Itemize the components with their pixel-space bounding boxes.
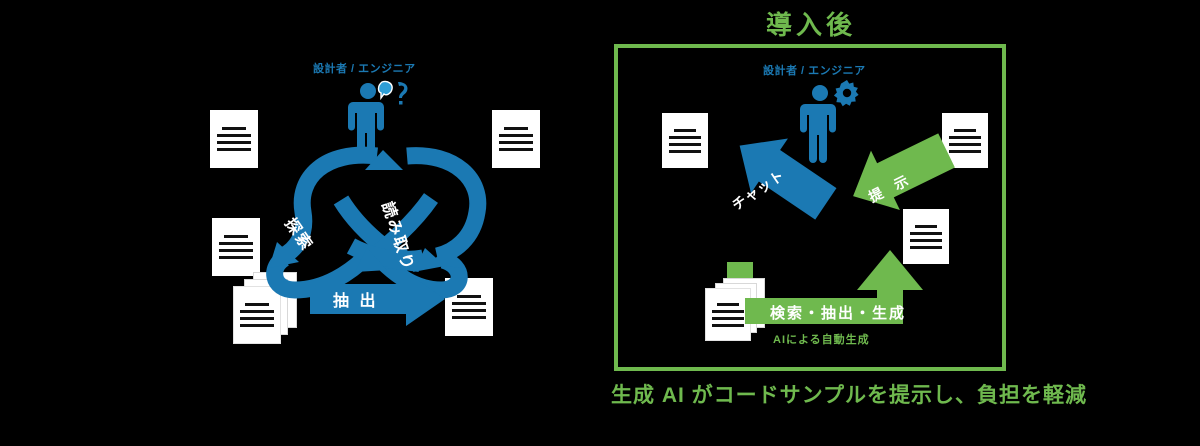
extract-arrow	[310, 272, 445, 326]
ai-process-arrow	[745, 250, 923, 324]
doc-top-left	[210, 110, 258, 168]
doc-mid-right-r	[903, 209, 949, 264]
doc-top-right	[492, 110, 540, 168]
doc-mid-left	[212, 218, 260, 276]
after-panel-frame	[614, 44, 1006, 371]
before-introduction-diagram: 設計者 / エンジニア	[210, 63, 540, 344]
tangled-arrows-group	[266, 146, 487, 299]
person-icon	[348, 83, 384, 161]
person-icon	[800, 85, 836, 163]
question-thought-icon	[377, 80, 408, 105]
right-role-label: 設計者 / エンジニア	[763, 65, 866, 77]
chat-arrow	[739, 138, 837, 220]
ai-sublabel: AIによる自動生成	[773, 334, 870, 346]
left-role-label: 設計者 / エンジニア	[313, 63, 416, 75]
after-caption: 生成 AI がコードサンプルを提示し、負担を軽減	[611, 384, 1088, 407]
after-title: 導入後	[766, 10, 857, 40]
doc-top-left-r	[662, 113, 708, 168]
present-arrow	[853, 133, 955, 210]
gear-icon	[833, 80, 859, 107]
